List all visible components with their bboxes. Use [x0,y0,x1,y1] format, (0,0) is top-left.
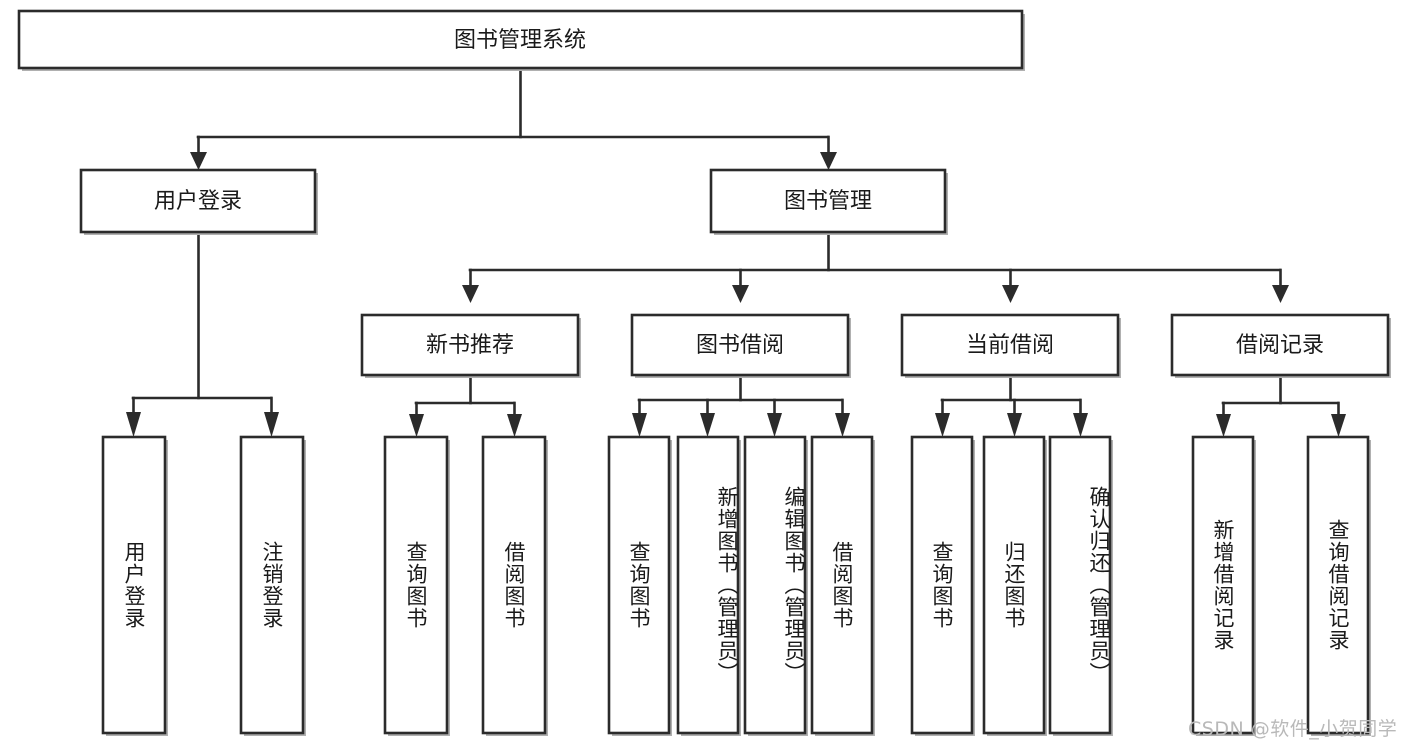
node-leaf-logout[interactable] [239,435,306,736]
node-borrow-record-label: 借阅记录 [1236,333,1324,358]
arrow-head-leaf-add-borrow-record [1216,414,1231,437]
node-current-borrow-rect [900,313,1120,377]
node-new-book-recommend-rect [360,313,580,377]
node-leaf-add-borrow-record-rect [1191,435,1255,735]
node-leaf-borrow-book[interactable] [810,435,875,736]
node-borrow-record-rect [1170,313,1390,377]
node-leaf-query-book-recommend-rect [383,435,449,735]
node-leaf-edit-book-admin-rect [743,435,807,735]
node-book-borrow-rect [630,313,850,377]
node-leaf-confirm-return-admin[interactable] [1048,435,1113,736]
node-leaf-return-book-rect [982,435,1046,735]
node-current-borrow-label: 当前借阅 [966,333,1054,358]
connector-group-new-book-recommend-to-leaves [409,373,522,437]
node-root-rect [17,9,1024,70]
connector-group-user-login-to-leaves [126,230,279,437]
node-book-management-label: 图书管理 [784,189,872,214]
node-user-login[interactable]: 用户登录 [79,168,318,235]
node-leaf-query-borrow-record-rect [1306,435,1370,735]
node-leaf-user-login-rect [101,435,167,735]
node-new-book-recommend-label: 新书推荐 [426,333,514,358]
arrow-head-leaf-query-borrow-record [1331,414,1346,437]
node-leaf-add-borrow-record[interactable] [1191,435,1256,736]
node-book-borrow-label: 图书借阅 [696,333,784,358]
arrow-head-leaf-query-book-recommend [409,414,424,437]
node-leaf-user-login[interactable] [101,435,168,736]
arrow-head-leaf-add-book-admin [700,413,715,437]
node-leaf-query-book-recommend[interactable] [383,435,450,736]
node-leaf-borrow-book-recommend[interactable] [481,435,548,736]
arrow-head-leaf-logout [264,412,279,437]
arrow-head-leaf-edit-book-admin [767,413,782,437]
node-new-book-recommend[interactable]: 新书推荐 [360,313,581,378]
node-leaf-query-book-current[interactable] [910,435,975,736]
node-leaf-borrow-book-recommend-rect [481,435,547,735]
arrow-head-user-login [190,152,207,170]
node-book-borrow[interactable]: 图书借阅 [630,313,851,378]
connector-group-current-borrow-to-leaves [935,373,1088,437]
node-leaf-query-book-current-rect [910,435,974,735]
connector-group-borrow-record-to-leaves [1216,373,1346,437]
node-leaf-query-borrow-record[interactable] [1306,435,1371,736]
arrow-head-leaf-query-book-borrow [632,413,647,437]
node-root-label: 图书管理系统 [454,28,586,53]
node-user-login-label: 用户登录 [154,189,242,214]
node-leaf-edit-book-admin[interactable] [743,435,808,736]
node-book-management-rect [709,168,947,234]
arrow-head-book-management [820,152,837,170]
arrow-head-current-borrow [1002,285,1019,303]
node-leaf-confirm-return-admin-rect [1048,435,1112,735]
arrow-head-new-book-recommend [462,285,479,303]
node-leaf-logout-rect [239,435,305,735]
node-leaf-query-book-borrow-rect [607,435,671,735]
node-borrow-record[interactable]: 借阅记录 [1170,313,1391,378]
connector-group-root-to-level2 [190,66,837,170]
arrow-head-leaf-query-book-current [935,413,950,437]
arrow-head-leaf-borrow-book-recommend [507,414,522,437]
connector-group-book-borrow-to-leaves [632,373,850,437]
connector-group-book-management-to-level3 [462,230,1289,303]
node-book-management[interactable]: 图书管理 [709,168,948,235]
node-leaf-return-book[interactable] [982,435,1047,736]
arrow-head-leaf-user-login [126,412,141,437]
node-leaf-borrow-book-rect [810,435,874,735]
arrow-head-borrow-record [1272,285,1289,303]
csdn-watermark: CSDN @软件_小贺同学 [1188,718,1398,740]
arrow-head-book-borrow [732,285,749,303]
arrow-head-leaf-confirm-return-admin [1073,413,1088,437]
node-leaf-add-book-admin-rect [676,435,740,735]
node-leaf-add-book-admin[interactable] [676,435,741,736]
node-root[interactable]: 图书管理系统 [17,9,1025,71]
node-leaf-query-book-borrow[interactable] [607,435,672,736]
arrow-head-leaf-borrow-book [835,413,850,437]
node-user-login-rect [79,168,317,234]
arrow-head-leaf-return-book [1007,413,1022,437]
node-current-borrow[interactable]: 当前借阅 [900,313,1121,378]
